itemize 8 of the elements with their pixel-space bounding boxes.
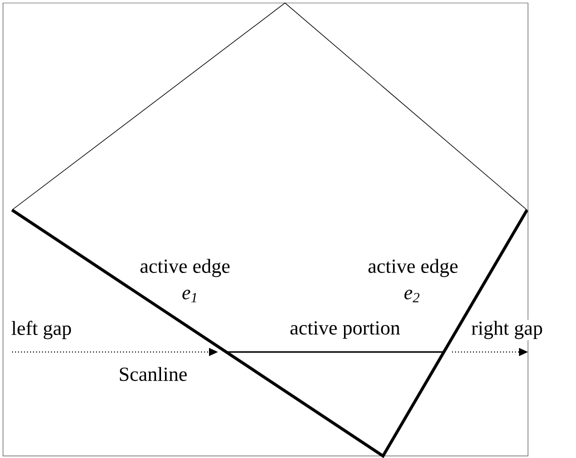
- caption-text: active edge: [368, 258, 458, 278]
- gap-label: left gap: [12, 320, 71, 340]
- portion-label: active portion: [290, 321, 400, 339]
- caption-text: active edge: [140, 258, 230, 278]
- edge-name: e$_{2}$: [404, 290, 420, 302]
- edge-name: e$_{1}$: [182, 290, 196, 302]
- gap-label: right gap: [470, 320, 544, 340]
- scanline-label: Scanline: [120, 366, 187, 382]
